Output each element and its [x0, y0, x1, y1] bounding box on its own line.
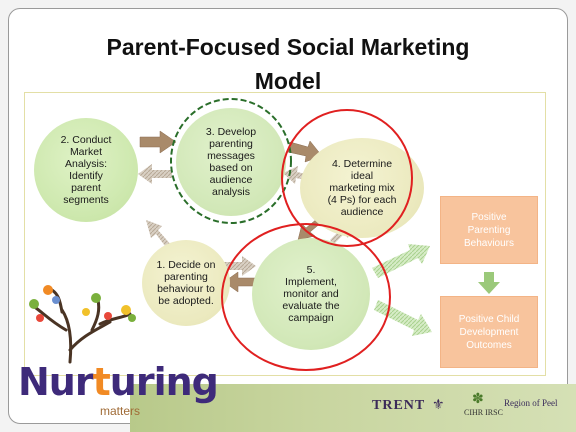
green-dashed-highlight	[170, 98, 292, 224]
logo-part-3: uring	[109, 360, 219, 404]
arrow-5-to-1	[223, 271, 257, 293]
red-highlight-step-5	[221, 223, 391, 371]
cihr-icon: ✽	[472, 390, 484, 406]
logo-subtitle: matters	[100, 404, 141, 418]
logo-part-2: t	[92, 360, 111, 404]
arrow-2-to-3	[139, 130, 177, 154]
trent-logo: TRENT	[372, 398, 425, 414]
nurturing-logo: Nurturing	[18, 360, 219, 404]
positive-parenting-box: Positive Parenting Behaviours	[440, 196, 538, 264]
step-2-node: 2. Conduct Market Analysis: Identify par…	[34, 118, 138, 222]
cihr-logo: CIHR IRSC	[464, 408, 503, 417]
arrow-3-to-2	[138, 164, 172, 184]
title-line-2: Model	[254, 68, 322, 94]
logo-part-1: Nur	[18, 360, 94, 404]
arrow-1-to-2	[146, 220, 172, 250]
peel-logo: Region of Peel	[504, 398, 558, 408]
arrow-parenting-to-child	[478, 272, 500, 294]
page-title: Parent-Focused Social Marketing Model	[0, 30, 576, 98]
step-5-node: 5. Implement, monitor and evaluate the c…	[252, 238, 370, 350]
footer-band	[130, 384, 576, 432]
positive-child-box: Positive Child Development Outcomes	[440, 296, 538, 368]
step-1-node: 1. Decide on parenting behaviour to be a…	[142, 240, 230, 326]
trent-name: TRENT	[372, 398, 426, 413]
trent-crest-icon: ⚜	[432, 396, 445, 412]
step-4-node: 4. Determine ideal marketing mix (4 Ps) …	[300, 138, 424, 238]
arrow-to-parenting	[372, 244, 430, 278]
step-3-node: 3. Develop parenting messages based on a…	[176, 108, 286, 216]
red-highlight-step-4	[281, 109, 413, 247]
arrow-1-to-5	[222, 256, 256, 276]
title-line-1: Parent-Focused Social Marketing	[106, 34, 470, 60]
diagram-frame	[24, 92, 546, 376]
